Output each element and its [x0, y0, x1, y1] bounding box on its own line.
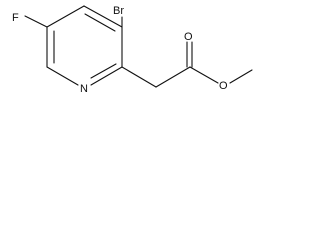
bond-ch2-carbonyl: [155, 66, 191, 88]
ring-bond-c2-n: [90, 66, 123, 86]
atom-carbonyl-oxygen: O: [184, 31, 193, 43]
ring-bond-n-c6: [46, 66, 79, 86]
atom-ring-nitrogen: N: [80, 83, 88, 95]
ring-double-bond-c2-n-inner: [90, 63, 117, 79]
bond-ester-oxygen-methyl: [229, 69, 253, 84]
atom-bromine: Br: [113, 5, 124, 17]
ring-bond-c5-c4: [46, 5, 85, 28]
molecule-structure: F Br N O O: [12, 5, 253, 95]
ring-double-bond-c4-c3-inner: [84, 13, 116, 32]
pyridine-ring: [46, 5, 123, 86]
atom-fluorine: F: [12, 12, 19, 24]
bond-c2-ch2: [121, 66, 157, 88]
bond-c5-fluorine: [24, 15, 48, 28]
bond-carbonyl-ester-oxygen: [189, 66, 219, 84]
ring-bond-c4-c3: [83, 5, 123, 28]
atom-ester-oxygen: O: [219, 80, 228, 92]
